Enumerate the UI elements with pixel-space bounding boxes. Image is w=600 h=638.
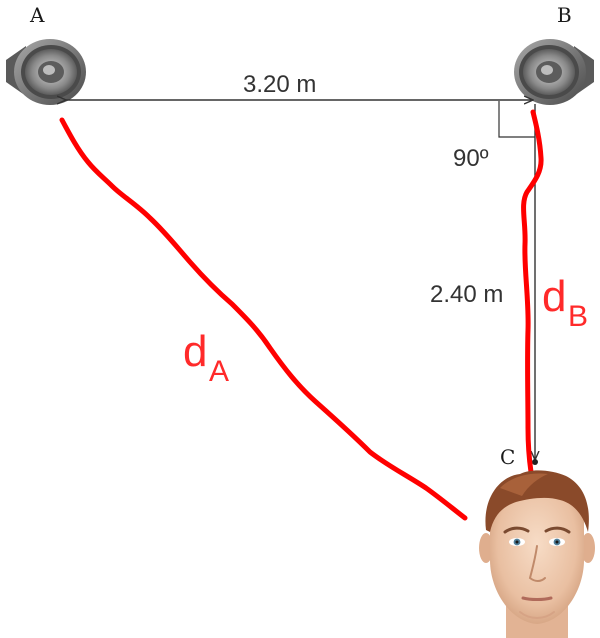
speaker-a-icon (6, 39, 86, 105)
path-a-subscript: A (209, 355, 229, 388)
path-a-symbol: d (183, 327, 207, 376)
point-b-label: B (557, 3, 572, 27)
path-a-line (59, 117, 468, 521)
path-b-label: d B (542, 272, 588, 333)
right-angle-marker (498, 101, 535, 138)
speaker-b-icon (514, 39, 594, 105)
point-a-label: A (29, 3, 45, 27)
path-b-symbol: d (542, 272, 566, 321)
listener-head-icon (479, 470, 595, 638)
distance-ab-label: 3.20 m (243, 71, 316, 98)
path-b-line (521, 109, 544, 475)
angle-label: 90º (453, 145, 489, 172)
path-b-subscript: B (568, 300, 588, 333)
path-a-label: d A (183, 327, 229, 388)
point-c-marker (532, 459, 538, 465)
distance-bc-label: 2.40 m (430, 281, 503, 308)
point-c-label: C (500, 445, 515, 469)
